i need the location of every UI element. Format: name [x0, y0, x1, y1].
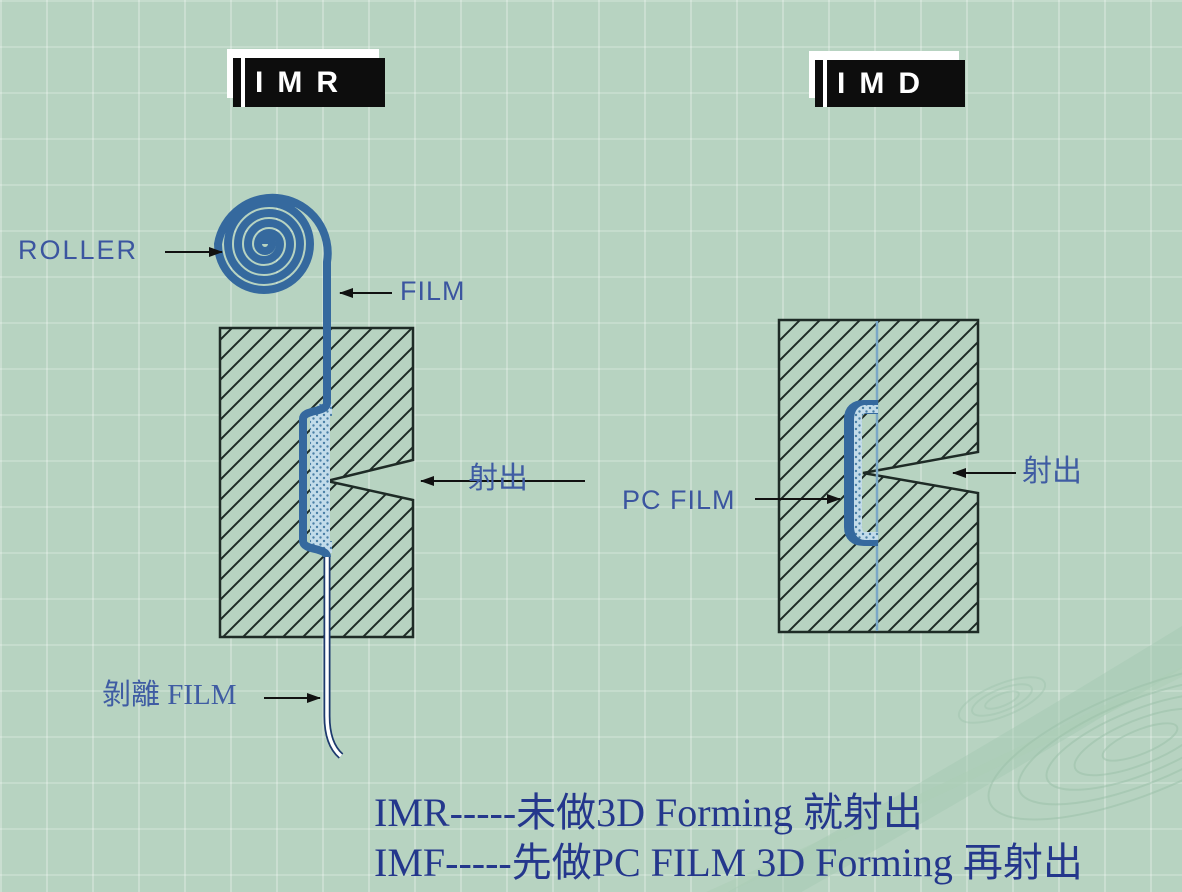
caption-line-1: IMR-----未做3D Forming 就射出: [374, 790, 923, 835]
imr-badge: IMR: [227, 49, 385, 107]
imd-badge-box: IMD: [815, 60, 965, 107]
pc-film-bracket-stipple: [854, 405, 878, 540]
roller-label: ROLLER: [18, 235, 139, 265]
imr-badge-box: IMR: [233, 58, 385, 107]
imr-badge-label: IMR: [255, 65, 352, 99]
imr-injection-label: 射出: [468, 462, 528, 495]
peeled-film-core: [325, 557, 343, 758]
peel-film-label: 剝離 FILM: [102, 679, 237, 711]
pc-film-label: PC FILM: [622, 485, 736, 515]
imr-badge-rule: [241, 58, 245, 107]
imd-mold-block: [777, 318, 980, 634]
caption-line-2: IMF-----先做PC FILM 3D Forming 再射出: [374, 840, 1083, 885]
film-label: FILM: [400, 276, 466, 306]
imd-injection-label: 射出: [1022, 455, 1082, 488]
imr-diagram: [165, 193, 585, 759]
imd-badge-rule: [823, 60, 827, 107]
imd-diagram: [755, 318, 1016, 634]
imr-film-stipple: [310, 412, 330, 546]
roller-spiral-and-film: [213, 193, 332, 559]
swoosh-decoration: [706, 625, 1182, 892]
imd-badge-label: IMD: [837, 66, 934, 100]
imd-badge: IMD: [809, 51, 965, 107]
